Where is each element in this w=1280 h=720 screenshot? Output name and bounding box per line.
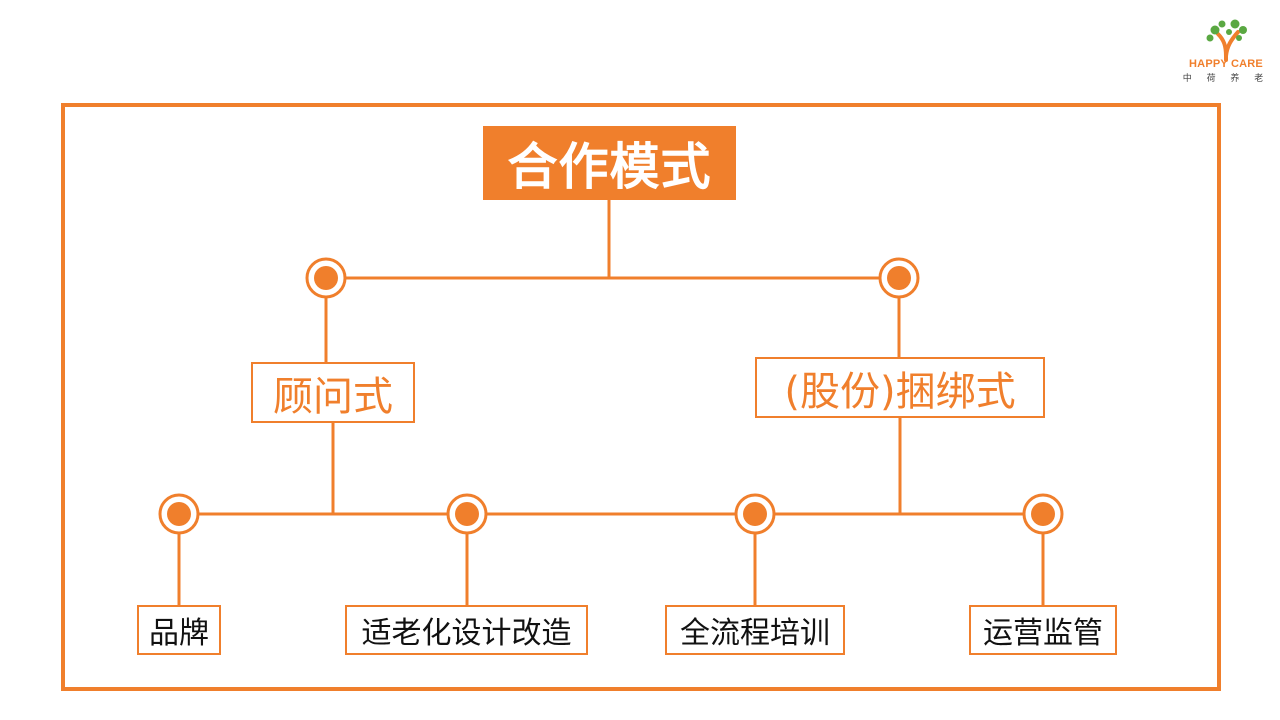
item-aging-design: 适老化设计改造: [345, 605, 588, 655]
brand-name-en: HAPPY CARE: [1189, 58, 1263, 70]
tree-logo-icon: [1206, 19, 1247, 62]
diagram-frame: [61, 103, 1221, 691]
node-top-right: [878, 257, 920, 299]
node-bottom-3: [734, 493, 776, 535]
item-operation-supervision: 运营监管: [969, 605, 1117, 655]
mode-equity-bundled: (股份)捆绑式: [755, 357, 1045, 418]
brand-name-cn: 中 荷 养 老: [1182, 74, 1270, 84]
node-top-left: [305, 257, 347, 299]
mode-consulting: 顾问式: [251, 362, 415, 423]
item-full-training: 全流程培训: [665, 605, 845, 655]
node-bottom-2: [446, 493, 488, 535]
diagram-title: 合作模式: [483, 126, 736, 200]
node-bottom-1: [158, 493, 200, 535]
node-bottom-4: [1022, 493, 1064, 535]
item-brand: 品牌: [137, 605, 221, 655]
